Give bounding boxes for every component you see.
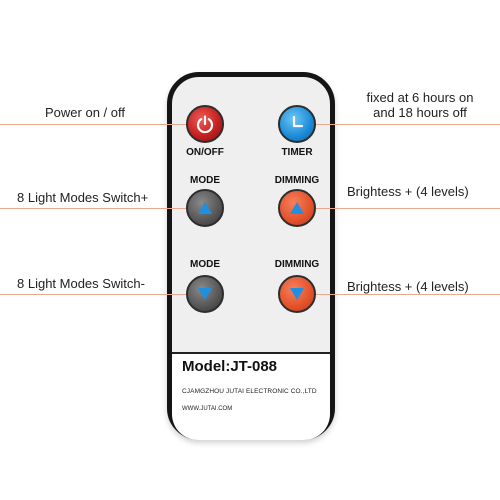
- triangle-up-icon: [290, 202, 304, 214]
- dimming-down-button[interactable]: [278, 275, 316, 313]
- mode-up-button[interactable]: [186, 189, 224, 227]
- leader-line-dimming-down: [316, 294, 500, 295]
- callout-mode-down: 8 Light Modes Switch-: [17, 276, 145, 291]
- manufacturer-name: CJAMGZHOU JUTAI ELECTRONIC CO.,LTD: [182, 388, 317, 395]
- leader-line-timer: [316, 124, 500, 125]
- mode-up-label: MODE: [190, 175, 220, 186]
- dimming-up-label: DIMMING: [274, 175, 320, 186]
- leader-line-power: [0, 124, 186, 125]
- mode-down-label: MODE: [190, 259, 220, 270]
- callout-dimming-up: Brightess + (4 levels): [347, 184, 469, 199]
- leader-line-mode-down: [0, 294, 186, 295]
- callout-timer: fixed at 6 hours on and 18 hours off: [350, 90, 490, 120]
- power-icon: [196, 115, 214, 134]
- triangle-up-icon: [198, 202, 212, 214]
- model-panel: [172, 352, 330, 440]
- callout-power: Power on / off: [45, 105, 125, 120]
- callout-dimming-down: Brightess + (4 levels): [347, 279, 469, 294]
- timer-button[interactable]: [278, 105, 316, 143]
- callout-timer-line2: and 18 hours off: [373, 105, 467, 120]
- manufacturer-website: WWW.JUTAI.COM: [182, 406, 233, 412]
- leader-line-dimming-up: [316, 208, 500, 209]
- callout-timer-line1: fixed at 6 hours on: [366, 90, 474, 105]
- triangle-down-icon: [198, 288, 212, 300]
- timer-label: TIMER: [281, 147, 313, 158]
- onoff-button[interactable]: [186, 105, 224, 143]
- callout-mode-up: 8 Light Modes Switch+: [17, 190, 149, 205]
- triangle-down-icon: [290, 288, 304, 300]
- mode-down-button[interactable]: [186, 275, 224, 313]
- clock-icon: [292, 115, 304, 128]
- model-number: Model:JT-088: [182, 358, 278, 375]
- dimming-up-button[interactable]: [278, 189, 316, 227]
- dimming-down-label: DIMMING: [274, 259, 320, 270]
- onoff-label: ON/OFF: [186, 147, 224, 158]
- leader-line-mode-up: [0, 208, 186, 209]
